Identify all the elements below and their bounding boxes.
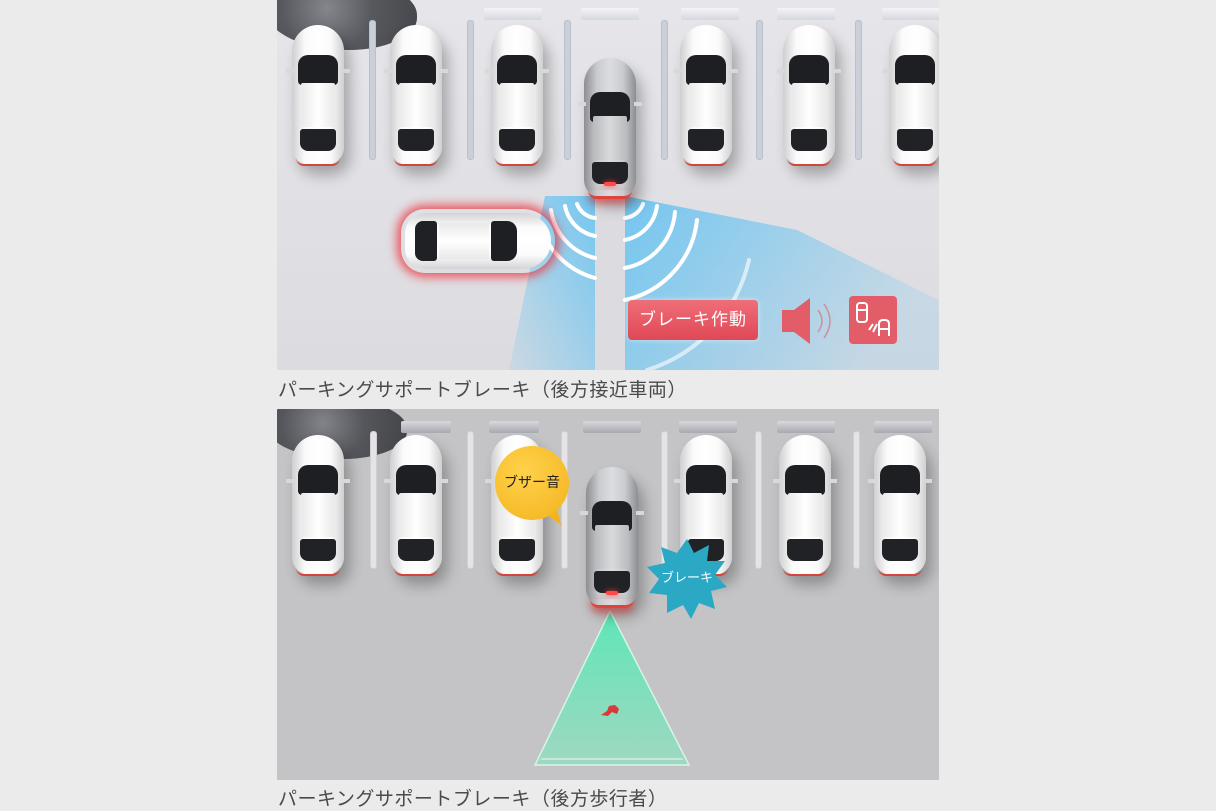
parked-car (883, 25, 939, 166)
parked-car (777, 25, 841, 166)
wheel-stopper (484, 8, 542, 20)
parked-car (286, 435, 350, 576)
parking-line (756, 20, 763, 160)
wheel-stopper (583, 421, 641, 433)
parking-line (853, 431, 860, 569)
parking-line (370, 431, 377, 569)
brake-activated-indicator: ブレーキ作動 (628, 300, 758, 340)
pedestrian-detection-zone (533, 609, 691, 766)
wheel-stopper (679, 421, 737, 433)
brake-burst-icon (647, 539, 727, 619)
parking-line (369, 20, 376, 160)
wheel-stopper (777, 8, 835, 20)
parking-line (755, 431, 762, 569)
parked-car (286, 25, 350, 166)
wheel-stopper (681, 8, 739, 20)
parked-car (485, 25, 549, 166)
parked-car (868, 435, 932, 576)
approaching-car (405, 213, 551, 269)
own-car-reversing (580, 467, 644, 608)
parking-sensor-sign-icon (849, 296, 897, 344)
wheel-stopper (777, 421, 835, 433)
parked-car (773, 435, 837, 576)
parking-line (564, 20, 571, 160)
caption-rear-approaching-vehicle: パーキングサポートブレーキ（後方接近車両） (278, 379, 687, 401)
speaker-icon (782, 298, 831, 344)
own-car-reversing (578, 58, 642, 199)
brake-callout-label: ブレーキ (660, 571, 713, 586)
illustration-rear-pedestrian: ブザー音 ブレーキ (277, 409, 939, 780)
wheel-stopper (401, 421, 451, 433)
parking-line (661, 20, 668, 160)
pedestrian-icon (601, 705, 619, 716)
wheel-stopper (882, 8, 939, 20)
parked-car (674, 25, 738, 166)
parked-car (384, 25, 448, 166)
buzzer-sound-callout: ブザー音 (495, 446, 569, 520)
wheel-stopper (489, 421, 539, 433)
parking-line (855, 20, 862, 160)
wheel-stopper (874, 421, 932, 433)
parked-car (384, 435, 448, 576)
parking-line (467, 431, 474, 569)
wheel-stopper (581, 8, 639, 20)
caption-rear-pedestrian: パーキングサポートブレーキ（後方歩行者） (278, 788, 668, 810)
illustration-rear-approaching-vehicle: ブレーキ作動 (277, 0, 939, 370)
parking-line (467, 20, 474, 160)
